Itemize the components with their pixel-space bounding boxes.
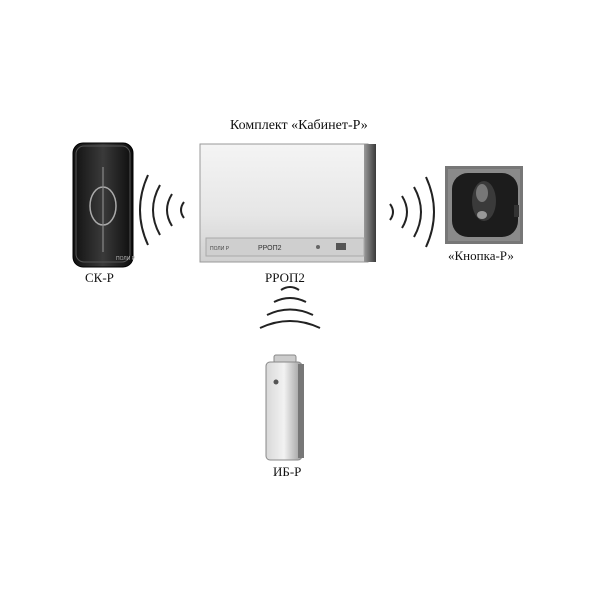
reader-label: СК-Р xyxy=(85,270,114,285)
page-title: Комплект «Кабинет-Р» xyxy=(230,118,368,133)
reader-logo: ПОЛИ Р xyxy=(116,256,136,262)
keyfob-signal-icon xyxy=(259,286,321,329)
button-signal-icon xyxy=(389,176,435,248)
keyfob-device-icon xyxy=(265,354,304,461)
panel-label: РРОП2 xyxy=(265,270,305,285)
panel-device-icon: ПОЛИ Р РРОП2 xyxy=(199,143,376,263)
reader-signal-icon xyxy=(139,174,185,246)
panel-model: РРОП2 xyxy=(258,245,282,252)
keyfob-label: ИБ-Р xyxy=(273,464,302,479)
panel-brand: ПОЛИ Р xyxy=(210,246,230,252)
reader-device-icon: ПОЛИ Р xyxy=(72,142,136,268)
button-label: «Кнопка-Р» xyxy=(448,248,514,263)
button-device-icon xyxy=(445,166,523,244)
